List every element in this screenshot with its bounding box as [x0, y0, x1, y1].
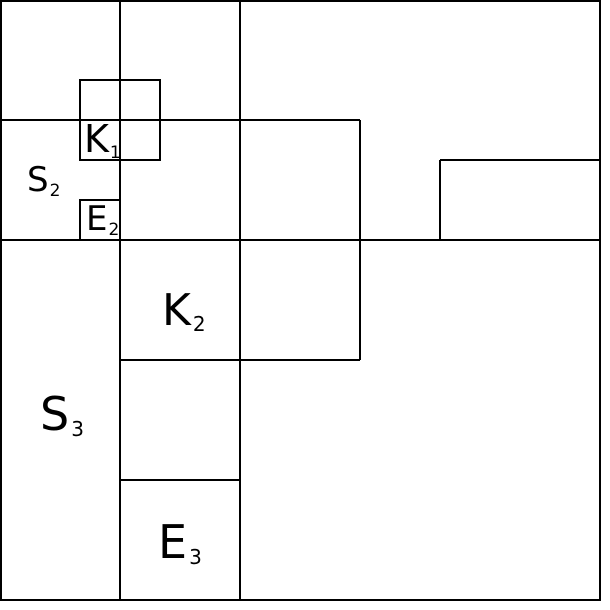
label-k2-letter: K [162, 285, 192, 336]
k1-square [79, 79, 161, 161]
e2-box [79, 199, 120, 240]
label-k1: K1 [84, 117, 121, 163]
label-e3-letter: E [158, 515, 187, 569]
label-s2-letter: S [27, 160, 49, 200]
label-s3-letter: S [40, 387, 69, 441]
outer-frame [0, 0, 601, 601]
label-e2: E2 [86, 199, 119, 240]
label-k1-letter: K [84, 117, 110, 161]
label-s3-subscript: 3 [71, 417, 84, 441]
label-s2: S2 [27, 160, 60, 201]
label-e3-subscript: 3 [189, 545, 202, 569]
label-e2-subscript: 2 [108, 220, 119, 240]
label-k2-subscript: 2 [193, 312, 206, 336]
label-s2-subscript: 2 [50, 181, 61, 201]
label-k1-subscript: 1 [110, 143, 121, 163]
label-e2-letter: E [86, 199, 107, 239]
